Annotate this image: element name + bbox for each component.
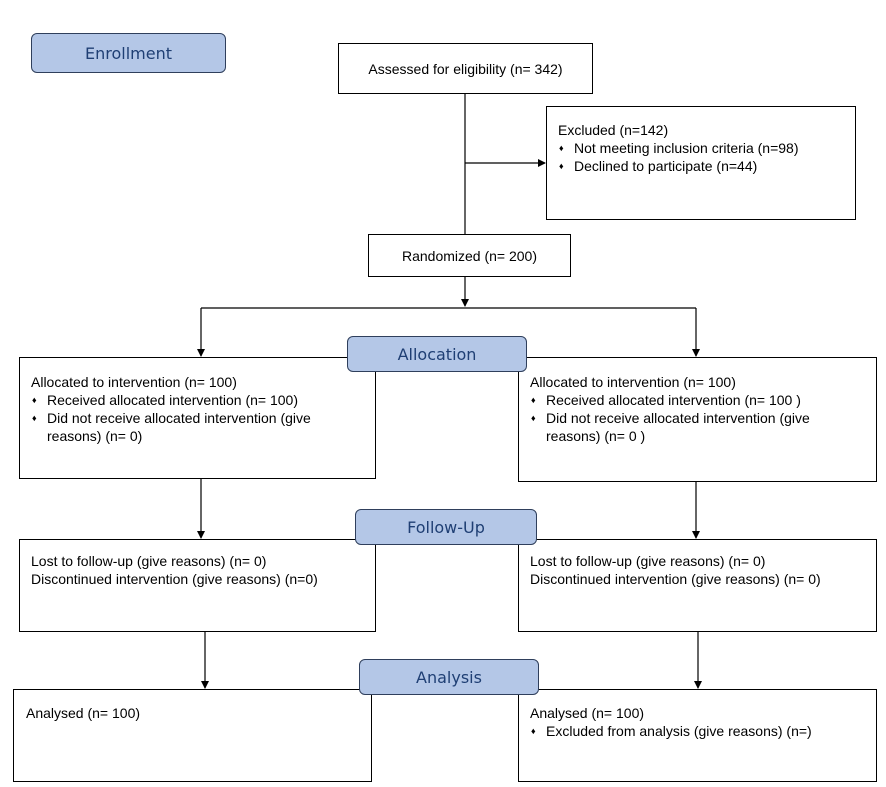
analysis-left-box: Analysed (n= 100) [13,689,372,782]
analysis-right-item: Excluded from analysis (give reasons) (n… [530,722,866,740]
randomized-text: Randomized (n= 200) [401,247,538,264]
followup-left-line: Discontinued intervention (give reasons)… [31,571,318,587]
assessed-text: Assessed for eligibility (n= 342) [368,60,563,77]
analysis-left-title: Analysed (n= 100) [26,705,141,721]
stage-label-analysis: Analysis [359,659,539,695]
assessed-box: Assessed for eligibility (n= 342) [338,43,593,94]
followup-left-box: Lost to follow-up (give reasons) (n= 0) … [19,539,376,632]
allocation-right-item: Did not receive allocated intervention (… [530,409,846,445]
randomized-box: Randomized (n= 200) [368,234,571,277]
excluded-title: Excluded (n=142) [558,122,669,138]
allocation-left-item: Did not receive allocated intervention (… [31,409,347,445]
followup-left-line: Lost to follow-up (give reasons) (n= 0) [31,553,267,569]
allocation-left-item: Received allocated intervention (n= 100) [31,391,365,409]
excluded-item: Declined to participate (n=44) [558,157,855,175]
stage-label-text: Analysis [416,667,482,687]
followup-right-line: Lost to follow-up (give reasons) (n= 0) [530,553,766,569]
analysis-right-title: Analysed (n= 100) [530,705,645,721]
excluded-item: Not meeting inclusion criteria (n=98) [558,139,855,157]
stage-label-text: Allocation [397,344,477,364]
stage-label-follow-up: Follow-Up [355,509,537,545]
stage-label-text: Enrollment [85,43,172,63]
excluded-box: Excluded (n=142) Not meeting inclusion c… [546,106,856,220]
stage-label-allocation: Allocation [347,336,527,372]
allocation-right-box: Allocated to intervention (n= 100) Recei… [518,357,877,482]
allocation-left-title: Allocated to intervention (n= 100) [31,374,237,390]
stage-label-text: Follow-Up [407,517,485,537]
followup-right-line: Discontinued intervention (give reasons)… [530,571,821,587]
analysis-right-box: Analysed (n= 100) Excluded from analysis… [518,689,877,782]
allocation-right-title: Allocated to intervention (n= 100) [530,374,736,390]
followup-right-box: Lost to follow-up (give reasons) (n= 0) … [518,539,877,632]
allocation-left-box: Allocated to intervention (n= 100) Recei… [19,357,376,479]
allocation-right-item: Received allocated intervention (n= 100 … [530,391,866,409]
stage-label-enrollment: Enrollment [31,33,226,73]
